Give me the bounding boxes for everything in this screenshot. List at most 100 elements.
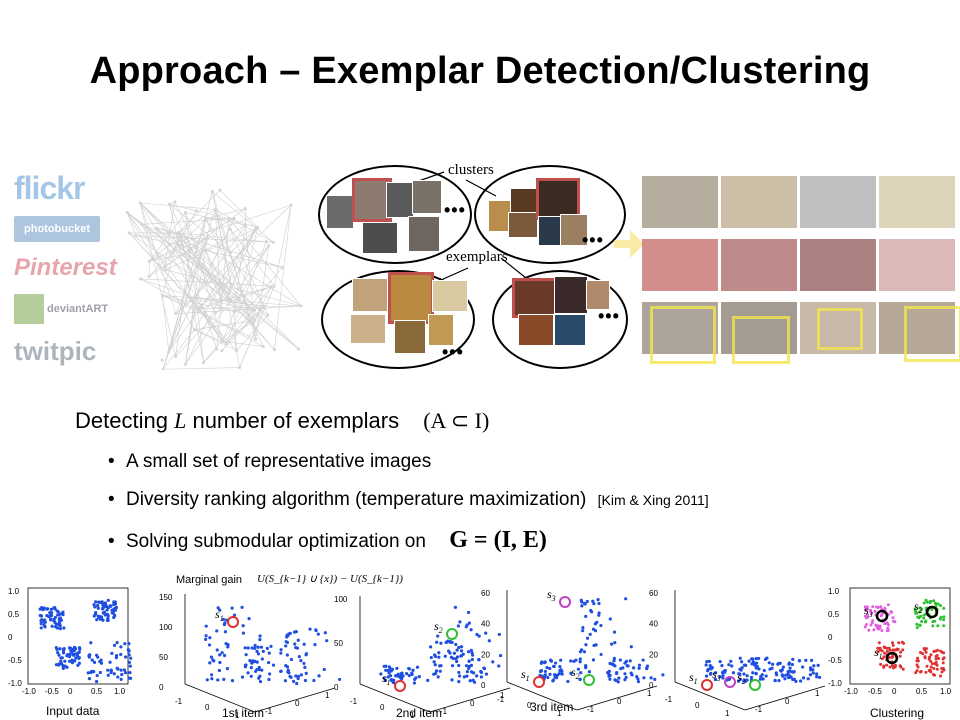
highlight-box [732,316,790,364]
data-point [437,655,441,659]
data-point [936,648,940,652]
tick-label: 50 [334,639,343,648]
data-point [240,605,244,609]
data-point [459,645,464,649]
data-point [704,674,709,678]
data-point [295,681,299,686]
data-point [467,621,471,625]
data-point [279,669,283,673]
data-point [338,677,342,682]
data-point [284,640,288,644]
data-point [210,677,214,681]
input-data-label: Input data [46,704,100,718]
data-point [613,641,617,645]
data-point [653,677,657,681]
data-point [738,677,742,681]
data-point [745,678,749,682]
data-point [259,645,264,649]
data-point [90,669,94,673]
data-point [255,649,259,653]
data-point [497,664,501,668]
item-label-2: 2nd item [396,706,443,720]
data-point [94,600,98,604]
data-point [123,642,127,646]
tick-label: 1.0 [828,587,840,596]
cluster-panel: clusters exemplars ••• ••• ••• ••• [316,150,628,369]
data-point [767,661,771,665]
data-point [901,667,905,671]
data-point [882,655,886,659]
data-point [76,663,80,667]
data-point [863,608,867,612]
data-point [96,606,100,610]
data-point [631,666,636,670]
data-point [783,677,787,681]
image-network-graph [125,188,303,370]
data-point [112,643,117,647]
marker-label: s2 [434,619,443,635]
photo-thumbnail [428,314,454,346]
data-point [222,677,226,682]
data-point [49,613,54,618]
data-point [54,663,59,667]
data-point [942,606,946,610]
data-point [90,658,94,662]
tick-label: -1 [755,705,763,714]
selected-item-marker [227,616,239,628]
data-point [216,678,220,682]
data-point [913,609,917,613]
data-point [74,656,78,660]
bullet-item: •A small set of representative images [108,451,432,472]
data-point [387,671,391,675]
citation: [Kim & Xing 2011] [597,492,709,508]
data-point [877,627,881,631]
data-point [127,653,131,657]
data-point [623,678,627,682]
tick-label: 0 [295,699,300,708]
data-point [258,637,262,642]
data-point [119,668,123,672]
data-point [619,667,623,671]
tick-label: -0.5 [8,656,22,665]
marker-label: s1 [521,667,530,683]
data-point [583,602,587,606]
data-point [713,677,717,681]
data-point [942,656,946,660]
tick-label: 0 [380,703,385,712]
data-point [99,661,104,665]
cluster-ellipse [492,270,628,369]
data-point [790,662,794,667]
data-point [919,670,923,674]
data-point [119,652,123,657]
data-point [96,655,100,659]
data-point [757,656,761,661]
data-point [788,666,792,670]
result-image [879,239,955,291]
data-point [271,663,276,667]
data-point [39,622,43,626]
data-point [709,671,713,675]
data-point [379,672,383,676]
data-point [459,649,464,653]
data-point [100,600,104,604]
data-point [244,653,248,657]
data-point [923,655,927,659]
data-point [110,611,114,615]
data-point [439,664,443,668]
data-point [455,648,459,652]
data-point [246,671,250,675]
tick-label: 20 [481,650,490,659]
data-point [407,673,411,678]
data-point [584,643,588,647]
input-plot-frame [27,587,129,685]
data-point [67,655,72,659]
data-point [629,671,633,675]
data-point [787,661,791,665]
z-axis [576,685,658,711]
data-point [761,677,765,681]
data-point [607,669,611,673]
tick-label: 60 [649,589,658,598]
data-point [484,631,488,635]
data-point [432,653,437,657]
marker-label: s2 [914,599,923,615]
